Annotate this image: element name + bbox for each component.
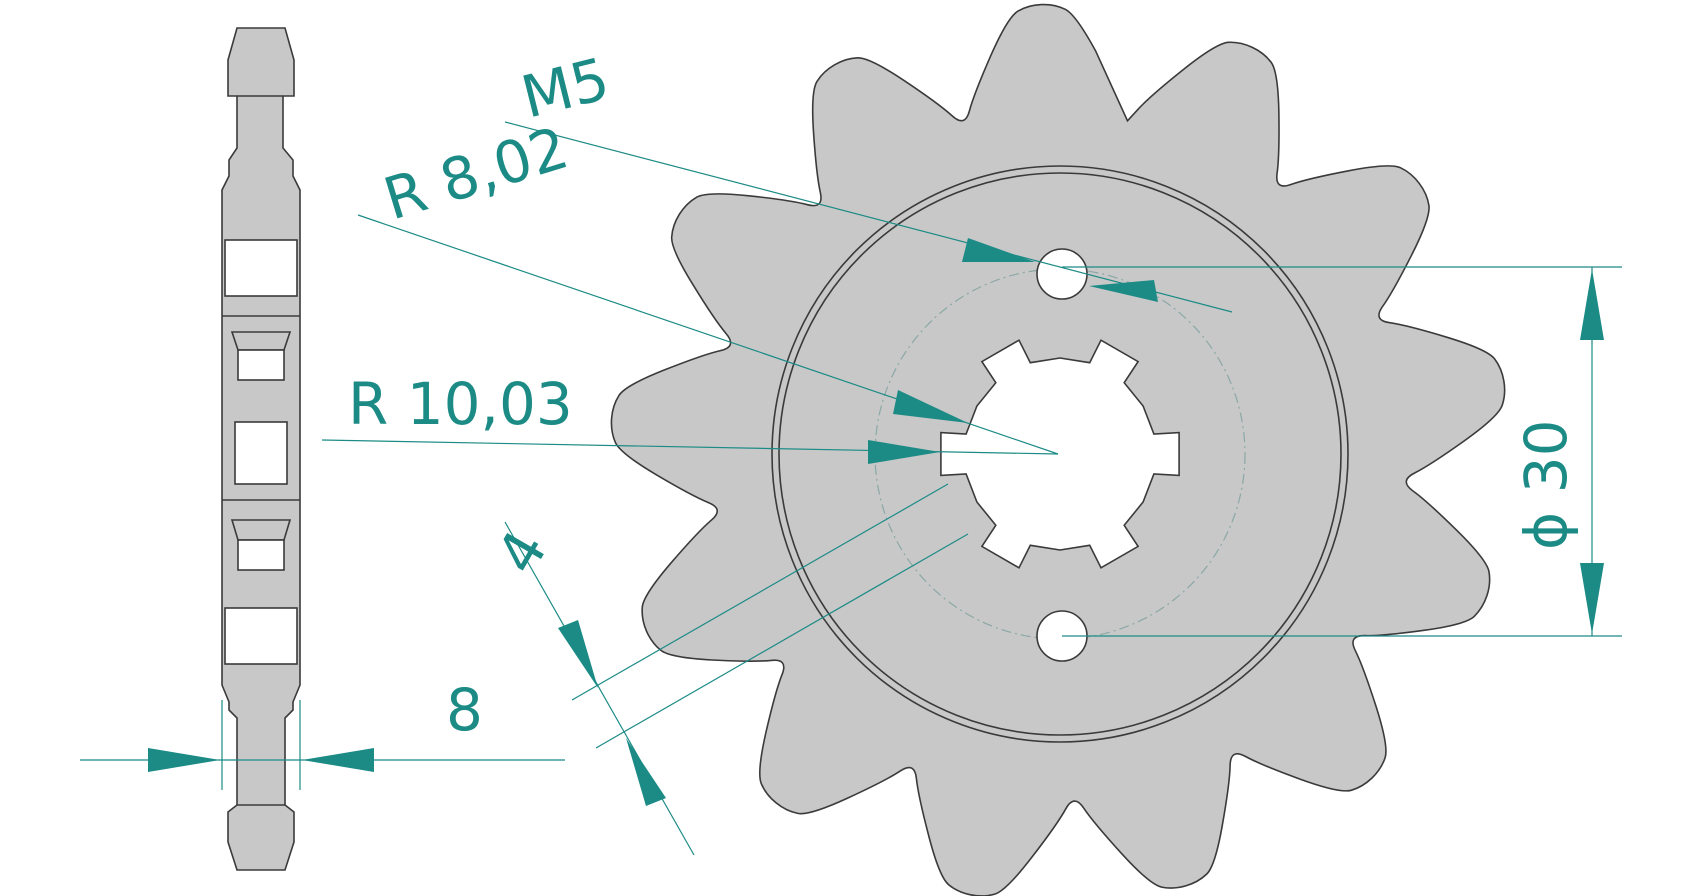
m5-label: M5 [515, 45, 616, 132]
side-view-window-2 [237, 349, 285, 381]
r1003-label: R 10,03 [348, 370, 573, 438]
hub-outer-ring [771, 165, 1349, 743]
thickness-arrow-right [302, 748, 374, 772]
side-view [221, 27, 301, 871]
r802-label: R 8,02 [376, 113, 576, 233]
spline-bore [940, 339, 1180, 569]
r1003-arrow [868, 440, 940, 464]
side-view-window-5 [224, 607, 298, 665]
front-view [610, 3, 1506, 896]
side-view-window-1 [224, 239, 298, 297]
side-view-window-3 [234, 421, 288, 485]
spline-arrow-2 [626, 738, 666, 806]
diameter-arrow-top [1580, 269, 1604, 340]
thickness-arrow-left [148, 748, 220, 772]
spline-arrow-1 [558, 620, 598, 688]
diameter-arrow-bottom [1580, 563, 1604, 634]
r802-arrow [893, 390, 968, 423]
side-view-window-4 [237, 539, 285, 571]
diameter-label: ϕ 30 [1512, 420, 1580, 551]
thickness-label: 8 [446, 676, 483, 744]
bolt-hole-top [1036, 248, 1088, 300]
m5-arrow-1 [962, 238, 1035, 262]
m5-arrow-2 [1089, 280, 1158, 302]
hub-inner-ring [778, 172, 1342, 736]
spline-width-label: 4 [483, 519, 560, 585]
